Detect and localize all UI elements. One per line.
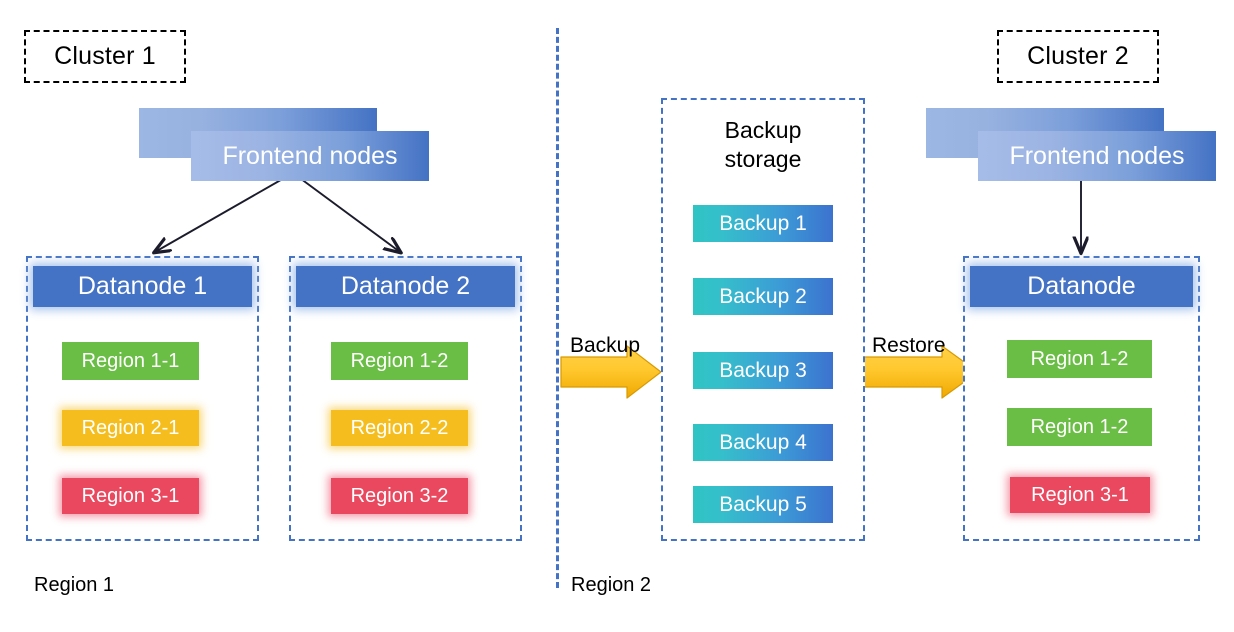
region-pill: Region 3-1 <box>62 478 199 514</box>
datanode-2-header: Datanode 2 <box>296 266 515 307</box>
region-pill: Region 1-2 <box>1007 340 1152 378</box>
backup-storage-title-line2: storage <box>724 146 802 172</box>
backup-flow-label: Backup <box>570 334 640 358</box>
cluster1-frontend-nodes: Frontend nodes <box>139 108 431 184</box>
region-pill: Region 1-2 <box>331 342 468 380</box>
region-label: Region 3-1 <box>1031 483 1129 506</box>
region-1-label-text: Region 1 <box>34 574 115 596</box>
region-label: Region 1-2 <box>1030 415 1129 438</box>
cluster1-title-label: Cluster 1 <box>54 42 156 70</box>
cluster2-datanode-header: Datanode <box>970 266 1193 307</box>
frontend-stack-front-sheet: Frontend nodes <box>978 131 1216 181</box>
region-pill: Region 2-2 <box>331 410 468 446</box>
region-pill: Region 3-1 <box>1010 477 1150 513</box>
cluster2-datanode-container: Datanode Region 1-2 Region 1-2 Region 3-… <box>963 256 1200 541</box>
region-label: Region 1-2 <box>350 349 449 372</box>
cluster2-frontend-label: Frontend nodes <box>1009 141 1185 170</box>
backup-storage-container: Backup storage Backup 1 Backup 2 Backup … <box>661 98 865 541</box>
datanode-2-title: Datanode 2 <box>340 272 471 300</box>
region-pill: Region 3-2 <box>331 478 468 514</box>
region-2-label: Region 2 <box>571 574 651 597</box>
datanode-2-container: Datanode 2 Region 1-2 Region 2-2 Region … <box>289 256 522 541</box>
region-label: Region 3-2 <box>350 484 449 507</box>
backup-item: Backup 3 <box>693 352 833 389</box>
cluster1-title-chip: Cluster 1 <box>24 30 186 83</box>
region-label: Region 3-1 <box>81 484 180 507</box>
backup-item-label: Backup 2 <box>719 284 807 308</box>
cluster1-frontend-label: Frontend nodes <box>222 141 398 170</box>
cluster2-title-label: Cluster 2 <box>1027 42 1129 70</box>
cluster2-title-chip: Cluster 2 <box>997 30 1159 83</box>
frontend-stack-front-sheet: Frontend nodes <box>191 131 429 181</box>
cluster2-datanode-title: Datanode <box>1027 272 1136 300</box>
region-label: Region 2-1 <box>81 416 180 439</box>
datanode-1-header: Datanode 1 <box>33 266 252 307</box>
region-pill: Region 2-1 <box>62 410 199 446</box>
backup-item-label: Backup 5 <box>719 492 807 516</box>
restore-flow-label-text: Restore <box>872 334 946 357</box>
restore-flow-label: Restore <box>872 334 946 358</box>
backup-storage-title-line1: Backup <box>724 117 802 143</box>
backup-item-label: Backup 3 <box>719 358 807 382</box>
region-label: Region 1-1 <box>81 349 180 372</box>
backup-item: Backup 1 <box>693 205 833 242</box>
backup-item-label: Backup 4 <box>719 430 807 454</box>
region-pill: Region 1-1 <box>62 342 199 380</box>
backup-item: Backup 4 <box>693 424 833 461</box>
datanode-1-title: Datanode 1 <box>77 272 208 300</box>
backup-item-label: Backup 1 <box>719 211 807 235</box>
arrow-frontend-to-datanode2 <box>292 172 400 252</box>
backup-item: Backup 2 <box>693 278 833 315</box>
backup-item: Backup 5 <box>693 486 833 523</box>
region-pill: Region 1-2 <box>1007 408 1152 446</box>
cluster2-frontend-nodes: Frontend nodes <box>926 108 1218 184</box>
region-label: Region 1-2 <box>1030 347 1129 370</box>
region-1-label: Region 1 <box>34 574 114 597</box>
backup-flow-label-text: Backup <box>570 334 641 357</box>
region-2-label-text: Region 2 <box>571 574 652 596</box>
region-divider <box>556 28 559 588</box>
region-label: Region 2-2 <box>350 416 449 439</box>
arrow-frontend-to-datanode1 <box>155 172 294 252</box>
backup-storage-title: Backup storage <box>663 116 863 174</box>
datanode-1-container: Datanode 1 Region 1-1 Region 2-1 Region … <box>26 256 259 541</box>
